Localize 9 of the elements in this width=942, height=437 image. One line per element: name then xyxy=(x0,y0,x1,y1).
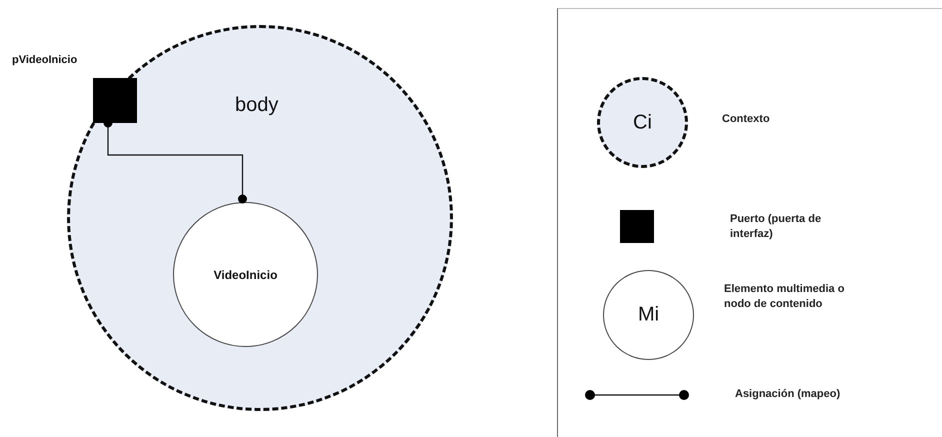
legend-text: Puerto (puerta de interfaz) xyxy=(730,212,822,242)
context-label: body xyxy=(235,94,278,117)
legend-text: Asignación (mapeo) xyxy=(735,387,840,402)
legend-text: Elemento multimedia o nodo de contenido xyxy=(724,282,846,312)
port-label: pVideoInicio xyxy=(12,54,78,66)
sample-label: Mi xyxy=(638,304,660,326)
media-label: VideoInicio xyxy=(214,268,278,282)
legend-text: Contexto xyxy=(722,112,770,127)
sample-label: Ci xyxy=(633,111,652,134)
